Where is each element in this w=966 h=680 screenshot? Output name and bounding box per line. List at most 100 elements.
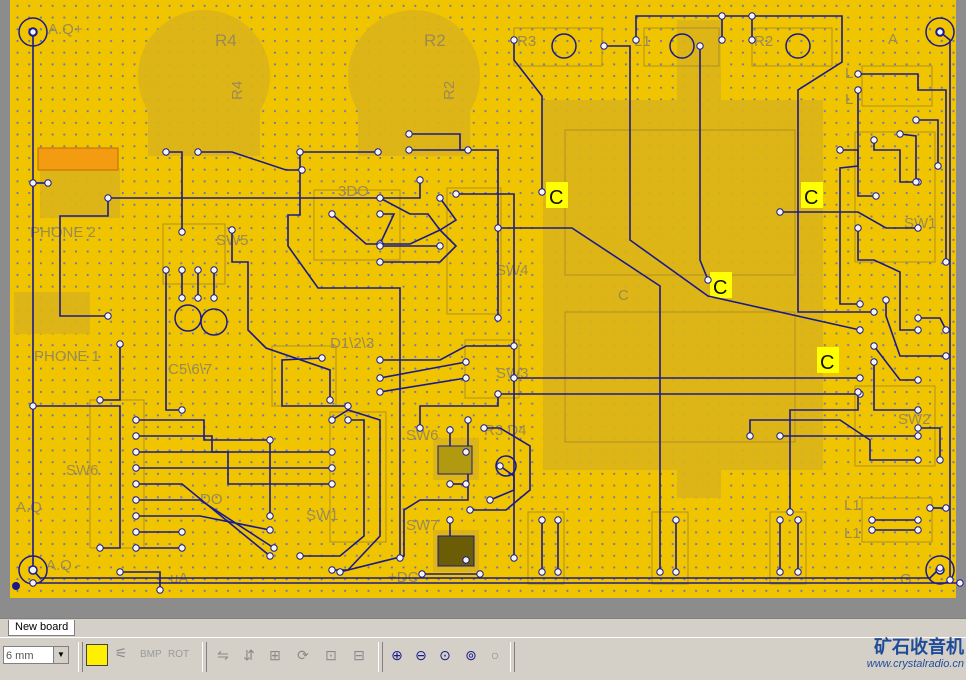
solder-pad[interactable] — [405, 130, 413, 138]
solder-pad[interactable] — [914, 376, 922, 384]
solder-pad[interactable] — [786, 508, 794, 516]
solder-pad[interactable] — [266, 526, 274, 534]
board-canvas[interactable]: R4 R2 R4 R2 R3 L1 R2 A.Q+ PHONE 2 PHONE … — [0, 0, 966, 618]
move-icon[interactable]: ⊡ — [325, 647, 337, 663]
solder-pad[interactable] — [44, 179, 52, 187]
solder-pad[interactable] — [344, 416, 352, 424]
solder-pad[interactable] — [672, 568, 680, 576]
solder-pad[interactable] — [210, 294, 218, 302]
solder-pad[interactable] — [29, 402, 37, 410]
solder-pad[interactable] — [538, 188, 546, 196]
solder-pad[interactable] — [436, 242, 444, 250]
solder-pad[interactable] — [270, 544, 278, 552]
solder-pad[interactable] — [496, 462, 504, 470]
solder-pad[interactable] — [914, 516, 922, 524]
solder-pad[interactable] — [376, 388, 384, 396]
solder-pad[interactable] — [194, 266, 202, 274]
solder-pad[interactable] — [942, 258, 950, 266]
flip-v-icon[interactable]: ⇵ — [243, 647, 255, 663]
solder-pad[interactable] — [344, 402, 352, 410]
solder-pad[interactable] — [296, 148, 304, 156]
solder-pad[interactable] — [462, 556, 470, 564]
solder-pad[interactable] — [29, 28, 37, 36]
flip-h-icon[interactable]: ⇋ — [217, 647, 229, 663]
solder-pad[interactable] — [96, 396, 104, 404]
solder-pad[interactable] — [296, 552, 304, 560]
solder-pad[interactable] — [132, 528, 140, 536]
solder-pad[interactable] — [116, 568, 124, 576]
solder-pad[interactable] — [418, 570, 426, 578]
solder-pad[interactable] — [464, 416, 472, 424]
solder-pad[interactable] — [132, 496, 140, 504]
solder-pad[interactable] — [446, 426, 454, 434]
solder-pad[interactable] — [746, 432, 754, 440]
zoom-board-icon[interactable]: ⊚ — [465, 647, 477, 663]
solder-pad[interactable] — [376, 356, 384, 364]
solder-pad[interactable] — [868, 516, 876, 524]
solder-pad[interactable] — [914, 406, 922, 414]
zoom-fit-icon[interactable]: ⊙ — [439, 647, 451, 663]
solder-pad[interactable] — [132, 464, 140, 472]
solder-pad[interactable] — [554, 568, 562, 576]
solder-pad[interactable] — [194, 148, 202, 156]
solder-pad[interactable] — [486, 496, 494, 504]
solder-pad[interactable] — [318, 354, 326, 362]
solder-pad[interactable] — [396, 554, 404, 562]
zoom-previous-icon[interactable]: ○ — [490, 647, 500, 663]
solder-pad[interactable] — [494, 314, 502, 322]
magic-icon[interactable]: ⚟ — [114, 645, 128, 661]
solder-pad[interactable] — [956, 579, 964, 587]
solder-pad[interactable] — [328, 210, 336, 218]
pcb-board[interactable]: R4 R2 R4 R2 R3 L1 R2 A.Q+ PHONE 2 PHONE … — [0, 0, 966, 618]
solder-pad[interactable] — [926, 504, 934, 512]
solder-pad[interactable] — [266, 436, 274, 444]
solder-pad[interactable] — [328, 480, 336, 488]
solder-pad[interactable] — [870, 308, 878, 316]
solder-pad[interactable] — [405, 146, 413, 154]
solder-pad[interactable] — [776, 208, 784, 216]
solder-pad[interactable] — [446, 480, 454, 488]
solder-pad[interactable] — [266, 552, 274, 560]
solder-pad[interactable] — [936, 28, 944, 36]
mirror-icon[interactable]: ⊞ — [269, 647, 281, 663]
solder-pad[interactable] — [836, 146, 844, 154]
solder-pad[interactable] — [914, 326, 922, 334]
solder-pad[interactable] — [914, 456, 922, 464]
solder-pad[interactable] — [156, 586, 164, 594]
solder-pad[interactable] — [912, 116, 920, 124]
solder-pad[interactable] — [104, 312, 112, 320]
solder-pad[interactable] — [936, 564, 944, 572]
solder-pad[interactable] — [912, 178, 920, 186]
solder-pad[interactable] — [298, 166, 306, 174]
solder-pad[interactable] — [494, 224, 502, 232]
solder-pad[interactable] — [554, 516, 562, 524]
solder-pad[interactable] — [696, 42, 704, 50]
solder-pad[interactable] — [462, 374, 470, 382]
solder-pad[interactable] — [794, 516, 802, 524]
solder-pad[interactable] — [868, 526, 876, 534]
solder-pad[interactable] — [914, 224, 922, 232]
solder-pad[interactable] — [376, 210, 384, 218]
solder-pad[interactable] — [854, 86, 862, 94]
solder-pad[interactable] — [914, 526, 922, 534]
solder-pad[interactable] — [328, 566, 336, 574]
solder-pad[interactable] — [326, 396, 334, 404]
solder-pad[interactable] — [376, 258, 384, 266]
solder-pad[interactable] — [462, 480, 470, 488]
solder-pad[interactable] — [436, 194, 444, 202]
solder-pad[interactable] — [194, 294, 202, 302]
solder-pad[interactable] — [96, 544, 104, 552]
solder-pad[interactable] — [776, 516, 784, 524]
zoom-out-icon[interactable]: ⊖ — [415, 647, 427, 663]
solder-pad[interactable] — [854, 224, 862, 232]
solder-pad[interactable] — [374, 148, 382, 156]
solder-pad[interactable] — [178, 266, 186, 274]
solder-pad[interactable] — [132, 432, 140, 440]
solder-pad[interactable] — [452, 190, 460, 198]
solder-pad[interactable] — [856, 326, 864, 334]
solder-pad[interactable] — [162, 148, 170, 156]
solder-pad[interactable] — [942, 326, 950, 334]
color-swatch[interactable] — [86, 644, 108, 666]
solder-pad[interactable] — [856, 374, 864, 382]
solder-pad[interactable] — [132, 448, 140, 456]
